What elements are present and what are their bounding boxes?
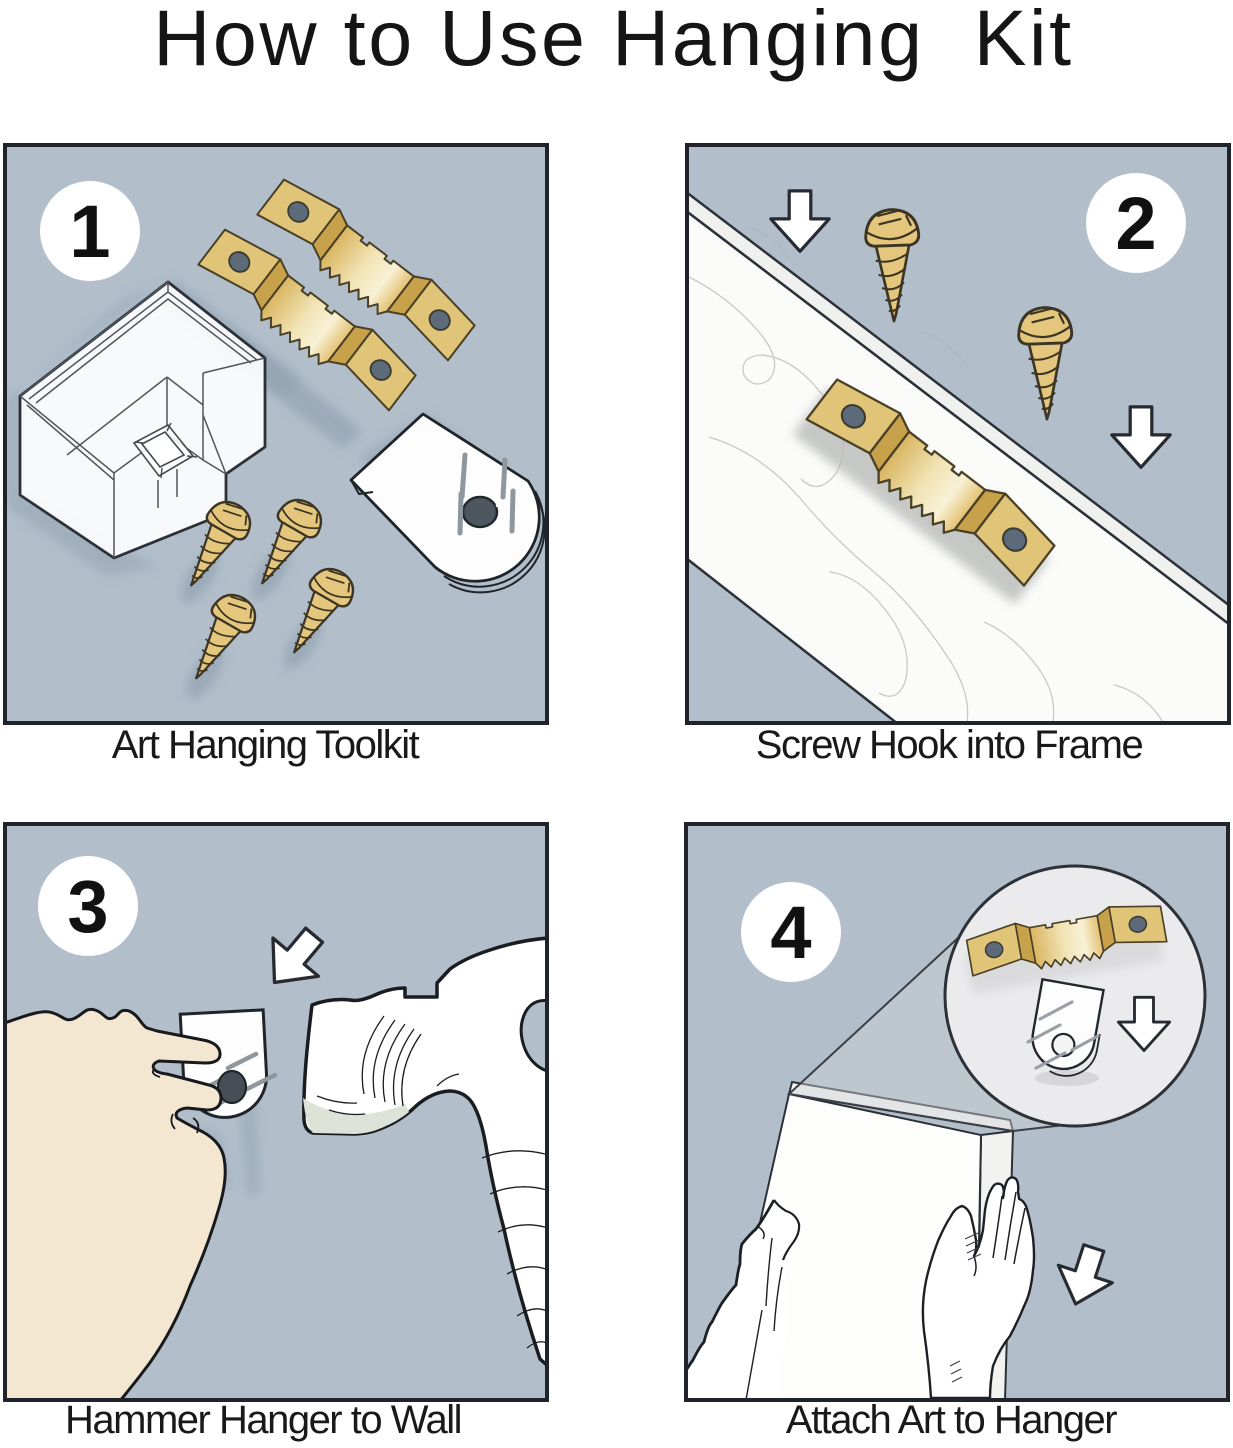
svg-text:1: 1: [69, 190, 110, 273]
svg-text:3: 3: [67, 865, 108, 948]
svg-text:2: 2: [1115, 182, 1156, 265]
svg-text:4: 4: [770, 891, 811, 974]
